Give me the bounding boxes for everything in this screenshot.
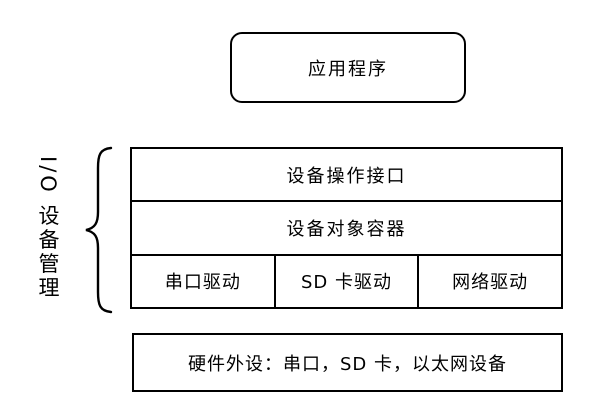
sd-card-driver-cell: SD 卡驱动 (273, 255, 420, 307)
driver-row: 串口驱动 SD 卡驱动 网络驱动 (132, 255, 561, 307)
application-box: 应用程序 (230, 32, 466, 103)
device-operation-interface-label: 设备操作接口 (286, 165, 407, 187)
device-operation-interface-row: 设备操作接口 (132, 149, 561, 203)
io-layer-stack: 设备操作接口 设备对象容器 串口驱动 SD 卡驱动 网络驱动 (130, 147, 563, 309)
curly-brace-path (85, 146, 113, 314)
hardware-peripherals-box: 硬件外设：串口，SD 卡，以太网设备 (132, 333, 563, 392)
hardware-peripherals-label: 硬件外设：串口，SD 卡，以太网设备 (187, 353, 507, 375)
sd-card-driver-label: SD 卡驱动 (301, 272, 393, 294)
network-driver-cell: 网络驱动 (419, 256, 561, 307)
network-driver-label: 网络驱动 (452, 272, 529, 294)
device-object-container-label: 设备对象容器 (286, 218, 407, 240)
io-device-management-label: I/O 设备管理 (36, 155, 60, 301)
serial-driver-cell: 串口驱动 (132, 256, 274, 307)
curly-brace (85, 146, 113, 314)
application-label: 应用程序 (308, 58, 388, 80)
serial-driver-label: 串口驱动 (164, 272, 241, 294)
device-object-container-row: 设备对象容器 (132, 202, 561, 256)
